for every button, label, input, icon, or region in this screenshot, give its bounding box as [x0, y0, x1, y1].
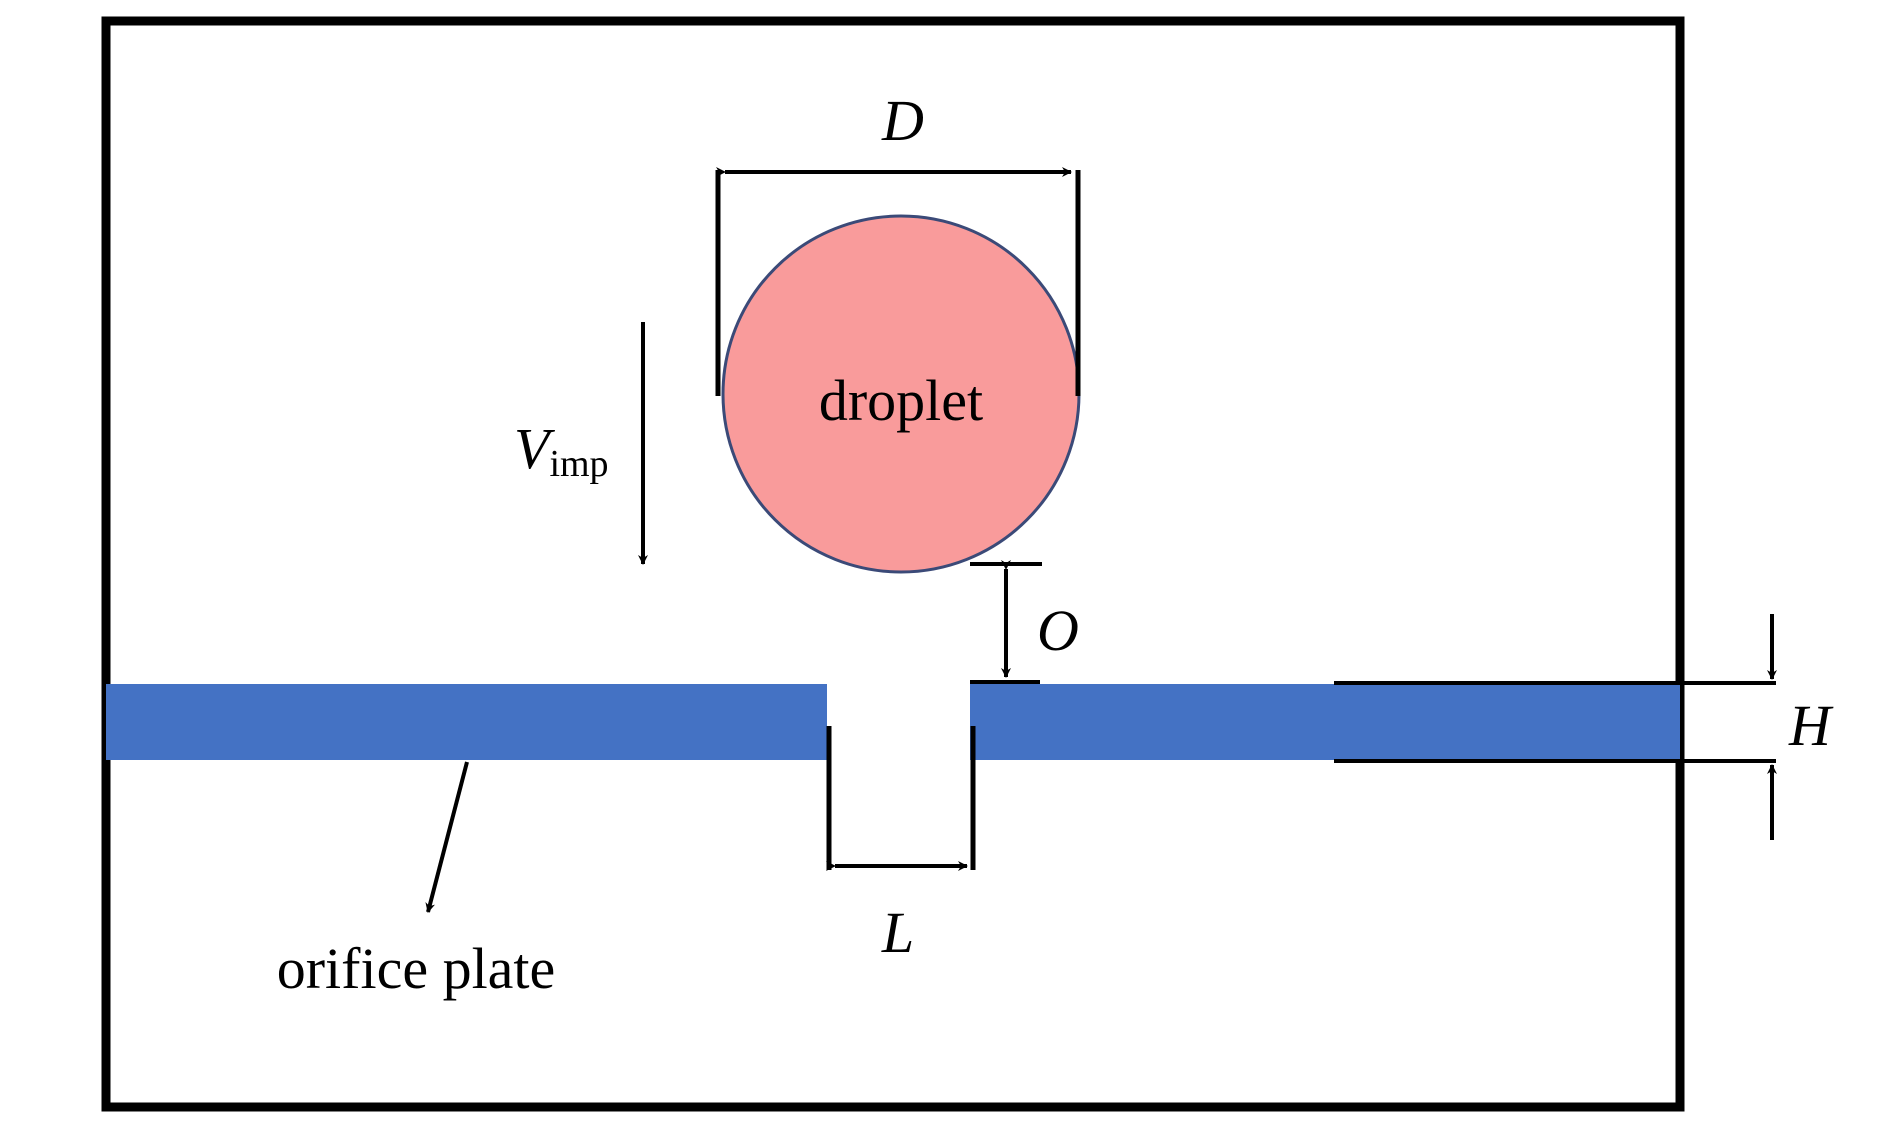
- droplet-label: droplet: [819, 368, 983, 433]
- o-label: O: [1037, 598, 1079, 663]
- domain-boundary: [101, 16, 1685, 1112]
- plate-pointer-arrow: [425, 761, 469, 913]
- velocity-label: Vimp: [514, 416, 609, 485]
- h-label: H: [1788, 693, 1834, 758]
- plate-label: orifice plate: [277, 936, 556, 1001]
- l-label: L: [881, 900, 914, 965]
- orifice-plate-right: [970, 684, 1680, 760]
- d-label: D: [881, 88, 924, 153]
- orifice-plate-left: [106, 684, 827, 760]
